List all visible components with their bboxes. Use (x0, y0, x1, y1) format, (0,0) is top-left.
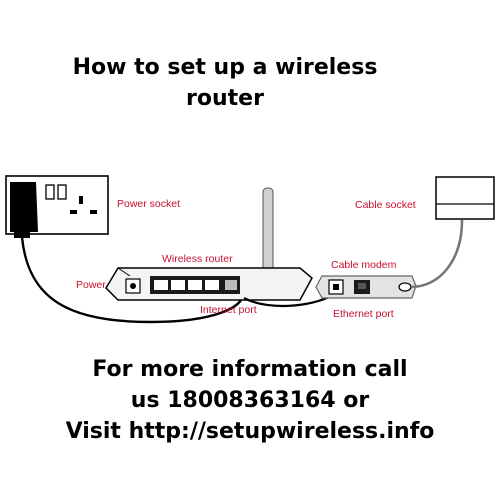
router-antenna (262, 187, 274, 281)
wireless-router (105, 267, 313, 301)
footer-line-1: For more information call (92, 357, 408, 382)
cable-modem (315, 275, 417, 299)
ethernet-port-label: Ethernet port (333, 308, 394, 320)
router-lan-port (188, 280, 202, 290)
power-cable (20, 236, 244, 324)
cable-socket (435, 176, 495, 220)
footer-line-2: us 18008363164 or (130, 388, 370, 413)
cable-modem-label: Cable modem (331, 259, 397, 271)
page-title: How to set up a wireless router (60, 52, 390, 114)
power-socket (5, 175, 109, 238)
router-internet-port (225, 280, 237, 290)
contact-info: For more information call us 18008363164… (20, 354, 480, 447)
title-line-1: How to set up a wireless (72, 55, 378, 80)
power-label: Power (76, 279, 106, 291)
coax-cable (410, 219, 464, 289)
router-lan-port (171, 280, 185, 290)
router-lan-port (205, 280, 219, 290)
internet-port-label: Internet port (200, 304, 257, 316)
power-socket-label: Power socket (117, 198, 180, 210)
footer-line-3: Visit http://setupwireless.info (65, 419, 435, 444)
router-lan-port (154, 280, 168, 290)
wireless-router-label: Wireless router (162, 253, 233, 265)
cable-socket-label: Cable socket (355, 199, 416, 211)
title-line-2: router (186, 86, 264, 111)
